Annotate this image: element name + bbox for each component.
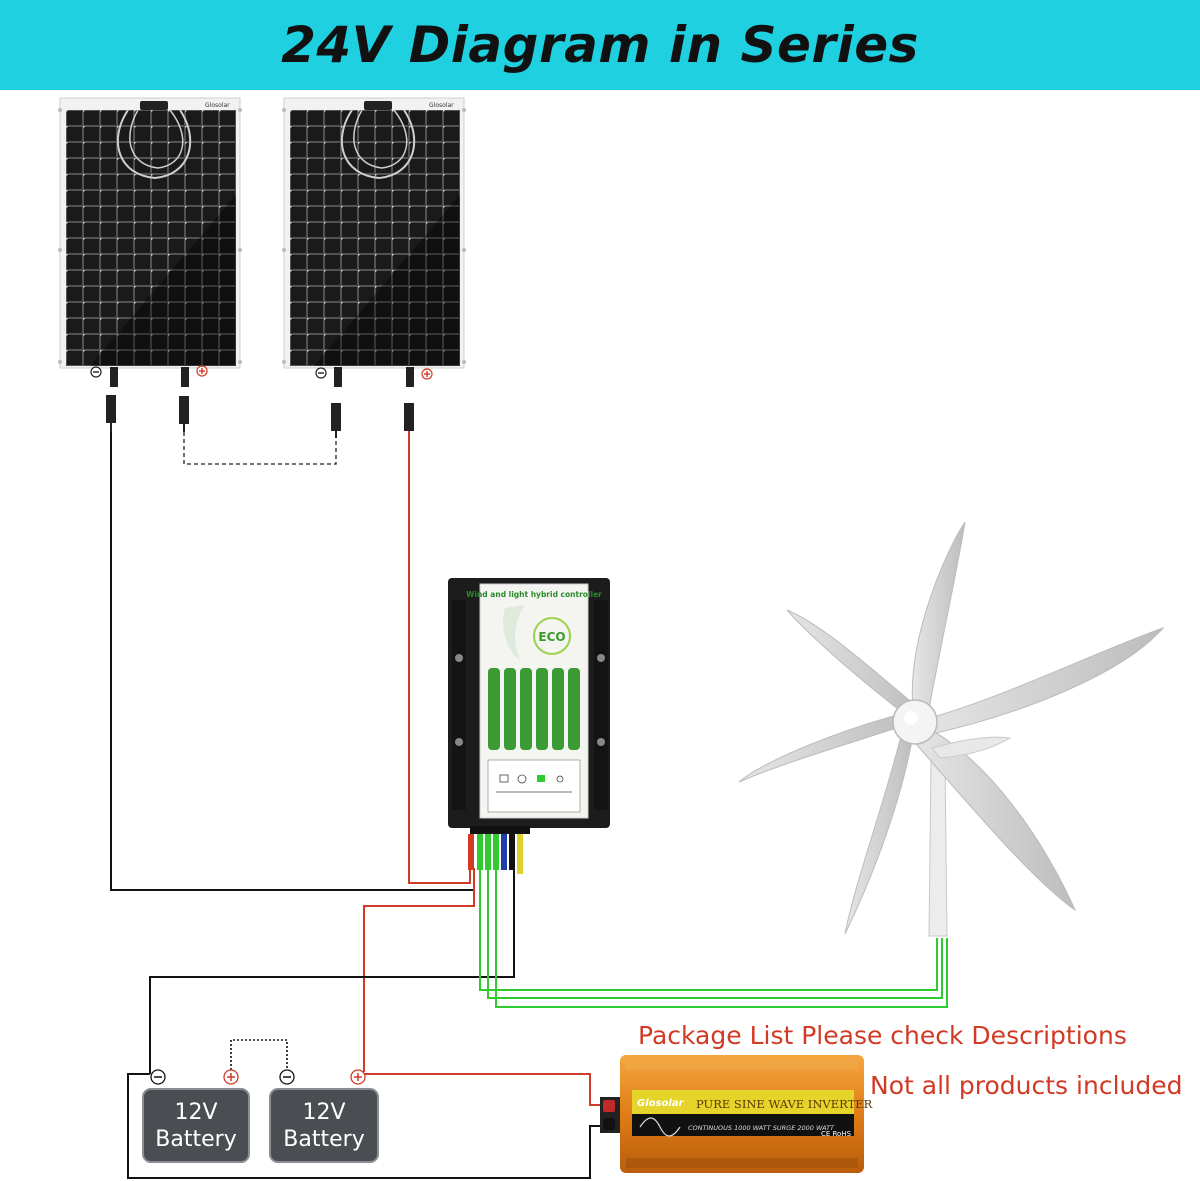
solar-negative-wire <box>110 432 475 891</box>
controller-logo: ECO <box>538 630 565 644</box>
battery-negative-wire <box>149 868 515 1074</box>
battery-2-voltage: 12V <box>302 1100 345 1125</box>
controller-terminals <box>468 834 523 874</box>
solar-panel-2: Glosolar <box>282 97 466 369</box>
not-all-note: Not all products included <box>870 1071 1182 1100</box>
panel-2-negative-connector <box>315 367 342 438</box>
inverter-spec: CONTINUOUS 1000 WATT SURGE 2000 WATT <box>688 1124 835 1132</box>
controller-title: Wind and light hybrid controller <box>466 590 602 599</box>
battery-positive-wire <box>363 868 475 1072</box>
wind-turbine <box>738 521 1165 937</box>
battery-1-voltage: 12V <box>174 1100 217 1125</box>
title-bar: 24V Diagram in Series <box>0 0 1200 90</box>
solar-positive-wire <box>408 440 471 884</box>
battery-1-label: Battery <box>155 1127 236 1152</box>
battery-1: 12V Battery <box>142 1069 250 1163</box>
inverter-negative-wire <box>127 1073 602 1179</box>
battery-series-link <box>230 1039 288 1074</box>
inverter-positive-wire <box>364 1073 602 1106</box>
panel-brand: Glosolar <box>205 102 230 109</box>
diagram-title: 24V Diagram in Series <box>281 16 919 74</box>
inverter-brand: Glosolar <box>637 1098 685 1109</box>
battery-2: 12V Battery <box>269 1069 379 1163</box>
panel-2-positive-connector <box>404 367 433 440</box>
panel-series-link <box>183 432 337 465</box>
inverter: Glosolar PURE SINE WAVE INVERTER CONTINU… <box>600 1055 873 1173</box>
panel-1-positive-connector <box>179 365 208 432</box>
panel-1-negative-connector <box>90 366 118 432</box>
package-list-note: Package List Please check Descriptions <box>638 1021 1127 1050</box>
hybrid-controller: Wind and light hybrid controller ECO <box>448 578 610 834</box>
wind-wires <box>479 860 948 1008</box>
inverter-label: PURE SINE WAVE INVERTER <box>696 1097 873 1111</box>
solar-panel-1: Glosolar <box>58 97 242 369</box>
battery-2-label: Battery <box>283 1127 364 1152</box>
panel-brand: Glosolar <box>429 102 454 109</box>
inverter-cert: CE RoHS <box>821 1130 852 1138</box>
